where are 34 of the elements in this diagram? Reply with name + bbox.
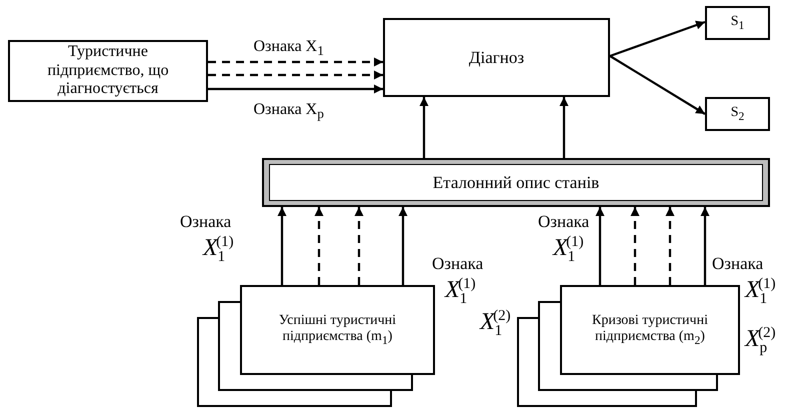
arrow <box>420 97 428 158</box>
arrow <box>596 207 604 285</box>
node-label: Кризові туристичні підприємства (m$_{2}$) <box>591 312 709 348</box>
node-label: Діагноз <box>468 48 524 68</box>
arrow <box>208 84 383 94</box>
node-label: Успішні туристичні підприємства (m$_{1}$) <box>278 312 398 348</box>
feature-label: Ознака <box>712 255 764 274</box>
state-box <box>705 97 770 131</box>
process-box <box>383 18 610 97</box>
node-label: S$_{1}$ <box>730 14 744 32</box>
enterprise-group-box <box>560 285 740 375</box>
dashed-arrow <box>630 207 640 285</box>
arrow <box>700 207 710 285</box>
enterprise-group-box <box>240 285 435 375</box>
dashed-arrow <box>354 207 364 285</box>
dashed-arrow <box>208 70 383 80</box>
arrow <box>278 207 286 285</box>
node-label: Туристичне підприємство, що діагностується <box>46 43 170 99</box>
arrow <box>609 55 706 115</box>
feature-label: Ознака <box>432 255 484 274</box>
process-box <box>8 40 208 102</box>
arrow <box>398 207 408 285</box>
arrow <box>560 97 568 158</box>
panel-title: Еталонний опис станів <box>269 164 763 201</box>
feature-label: Ознака <box>180 213 232 232</box>
feature-label: Ознака <box>538 213 590 232</box>
dashed-arrow <box>208 58 383 66</box>
reference-panel <box>262 158 770 207</box>
state-box <box>705 6 770 40</box>
dashed-arrow <box>666 207 674 285</box>
node-label: S$_{2}$ <box>730 104 744 124</box>
edge-label: Ознака X$_{p}$ <box>254 101 324 122</box>
dashed-arrow <box>314 207 324 285</box>
arrow <box>610 20 706 58</box>
